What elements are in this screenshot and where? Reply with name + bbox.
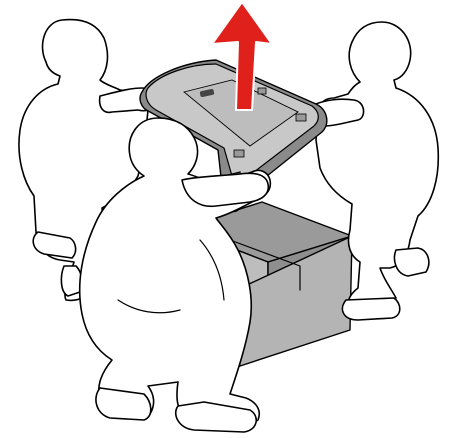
tray-foot-3 <box>258 88 266 94</box>
person-right-shoe <box>342 298 399 320</box>
tray-foot-1 <box>234 150 244 157</box>
person-front-arm <box>182 173 268 206</box>
person-right-shoe-back <box>395 248 429 276</box>
tray-foot-2 <box>296 114 306 121</box>
